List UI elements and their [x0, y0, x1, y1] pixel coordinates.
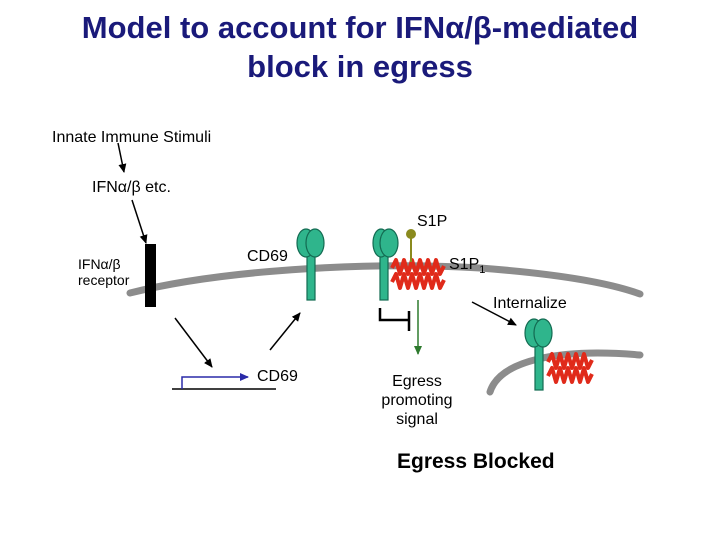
s1p-ligand [406, 229, 416, 239]
s1p1-subscript: 1 [479, 264, 486, 277]
gene-to-cd69-arrow [269, 312, 301, 351]
egress-line-2: promoting [381, 392, 453, 409]
cd69-gene-label: CD69 [257, 368, 298, 385]
stimuli-arrow [117, 142, 127, 173]
title-line-1: Model to account for IFNα/β-mediated [81, 10, 639, 45]
receptor-label-line-1: IFNα/β [78, 256, 121, 272]
ifn-to-receptor-arrow [131, 199, 148, 244]
receptor-label-line-2: receptor [78, 272, 130, 288]
cd69-s1p1-complex [372, 228, 446, 301]
cd69-membrane-receptor [296, 228, 325, 301]
internalized-complex [524, 318, 594, 391]
s1p1-label-text: S1P [449, 256, 480, 273]
internalize-label: Internalize [493, 295, 567, 312]
receptor-to-gene-arrow [174, 317, 213, 368]
s1p1-label: S1P1 [449, 255, 485, 280]
egress-line-1: Egress [392, 373, 442, 390]
s1p-label: S1P [417, 213, 448, 230]
cd69-membrane-label: CD69 [247, 248, 288, 265]
inhibition-bar [378, 308, 409, 322]
title-line-2: block in egress [247, 49, 473, 84]
egress-signal-label: Egress promoting signal [367, 372, 467, 429]
cell-membrane [126, 262, 644, 298]
egress-line-3: signal [396, 411, 438, 428]
slide-title: Model to account for IFNα/β-mediated blo… [0, 8, 720, 86]
egress-blocked-label: Egress Blocked [397, 450, 555, 473]
internalize-arrow [471, 301, 517, 326]
gene-promoter-arrow [181, 373, 249, 389]
ifn-receptor-bar [145, 244, 156, 307]
innate-stimuli-label: Innate Immune Stimuli [52, 129, 212, 146]
ifn-etc-label: IFNα/β etc. [92, 179, 171, 196]
